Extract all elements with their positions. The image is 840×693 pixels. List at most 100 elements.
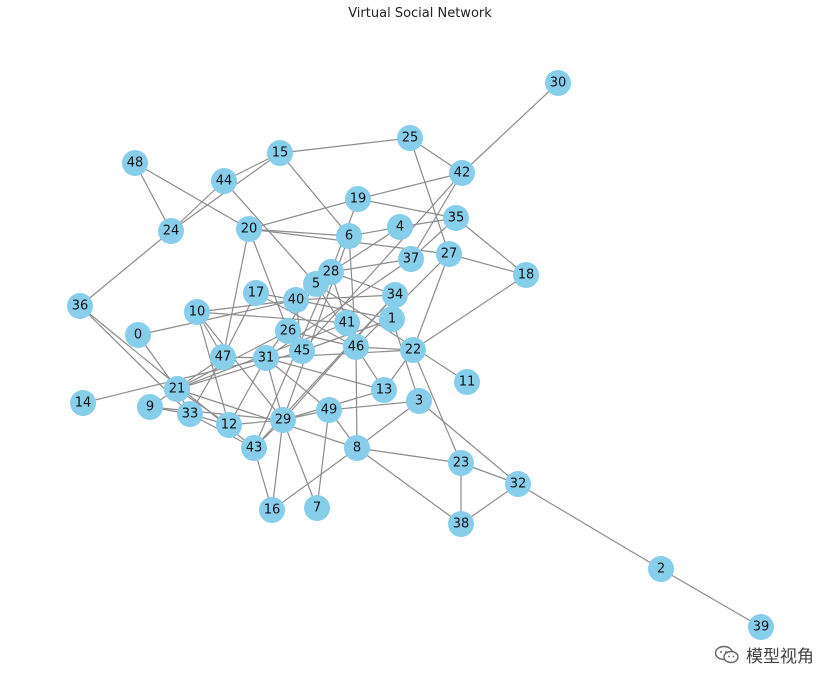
node-label: 34 [387, 288, 404, 303]
edge-18-22 [412, 274, 527, 351]
edge-20-6 [248, 228, 350, 237]
node-circle [158, 218, 184, 244]
edge-30-42 [461, 82, 559, 174]
node-circle [267, 140, 293, 166]
node-label: 26 [280, 324, 297, 339]
node-48: 48 [122, 150, 148, 176]
edge-44-5 [223, 180, 317, 285]
edge-13-31 [265, 357, 385, 391]
edge-46-8 [355, 346, 358, 449]
node-27: 27 [436, 241, 462, 267]
edge-19-20 [248, 198, 359, 230]
edge-15-6 [279, 152, 350, 237]
node-38: 38 [448, 511, 474, 537]
node-circle [505, 471, 531, 497]
node-circle [513, 262, 539, 288]
wechat-icon [714, 645, 739, 663]
node-label: 11 [459, 375, 476, 390]
node-label: 43 [246, 441, 263, 456]
node-circle [184, 299, 210, 325]
node-label: 36 [72, 299, 89, 314]
node-label: 9 [146, 400, 154, 415]
node-15: 15 [267, 140, 293, 166]
node-1: 1 [379, 306, 405, 332]
node-circle [283, 287, 309, 313]
edge-34-40 [295, 294, 396, 301]
node-label: 42 [454, 166, 471, 181]
watermark-text: 模型视角 [746, 647, 814, 667]
edge-22-23 [412, 349, 462, 464]
edge-24-36 [79, 230, 172, 307]
node-label: 16 [264, 503, 281, 518]
edge-45-21 [176, 350, 303, 390]
node-circle [289, 338, 315, 364]
node-circle [241, 435, 267, 461]
edge-8-16 [271, 447, 358, 511]
node-37: 37 [398, 246, 424, 272]
node-11: 11 [454, 369, 480, 395]
node-label: 19 [350, 192, 367, 207]
edge-4-28 [330, 226, 401, 273]
node-46: 46 [343, 334, 369, 360]
edge-40-0 [137, 299, 297, 336]
node-circle [449, 160, 475, 186]
node-circle [448, 450, 474, 476]
node-42: 42 [449, 160, 475, 186]
node-3: 3 [406, 388, 432, 414]
node-31: 31 [253, 345, 279, 371]
node-21: 21 [164, 376, 190, 402]
node-7: 7 [304, 495, 330, 521]
edge-25-15 [279, 137, 411, 154]
edge-10-12 [196, 311, 230, 426]
node-circle [343, 334, 369, 360]
node-label: 7 [313, 501, 321, 516]
edge-25-27 [409, 137, 450, 255]
node-17: 17 [243, 280, 269, 306]
edge-49-7 [316, 409, 330, 509]
graph-title: Virtual Social Network [348, 6, 492, 21]
node-circle [748, 614, 774, 640]
edge-27-22 [412, 253, 450, 351]
node-label: 48 [127, 156, 144, 171]
node-2: 2 [648, 556, 674, 582]
edge-10-29 [196, 311, 284, 421]
node-label: 27 [441, 247, 458, 262]
node-label: 14 [75, 396, 92, 411]
node-49: 49 [316, 397, 342, 423]
edge-20-26 [248, 228, 289, 332]
node-circle [398, 246, 424, 272]
node-circle [216, 412, 242, 438]
node-label: 13 [376, 383, 393, 398]
node-label: 37 [403, 252, 420, 267]
edge-19-35 [357, 198, 457, 219]
node-label: 44 [216, 174, 233, 189]
node-14: 14 [70, 390, 96, 416]
node-label: 29 [275, 413, 292, 428]
node-circle [454, 369, 480, 395]
node-circle [304, 495, 330, 521]
node-24: 24 [158, 218, 184, 244]
node-label: 6 [345, 229, 353, 244]
node-6: 6 [336, 223, 362, 249]
edge-27-18 [448, 253, 527, 276]
node-label: 47 [215, 350, 232, 365]
node-36: 36 [67, 293, 93, 319]
node-label: 39 [753, 620, 770, 635]
node-circle [164, 376, 190, 402]
node-circle [318, 259, 344, 285]
node-25: 25 [397, 125, 423, 151]
node-circle [177, 401, 203, 427]
node-label: 0 [134, 328, 142, 343]
edge-40-10 [196, 299, 297, 313]
node-label: 32 [510, 477, 527, 492]
node-12: 12 [216, 412, 242, 438]
node-label: 46 [348, 340, 365, 355]
edge-37-28 [330, 258, 412, 273]
node-circle [253, 345, 279, 371]
node-45: 45 [289, 338, 315, 364]
node-label: 30 [550, 76, 567, 91]
node-23: 23 [448, 450, 474, 476]
node-22: 22 [400, 337, 426, 363]
node-label: 38 [453, 517, 470, 532]
node-circle [379, 306, 405, 332]
